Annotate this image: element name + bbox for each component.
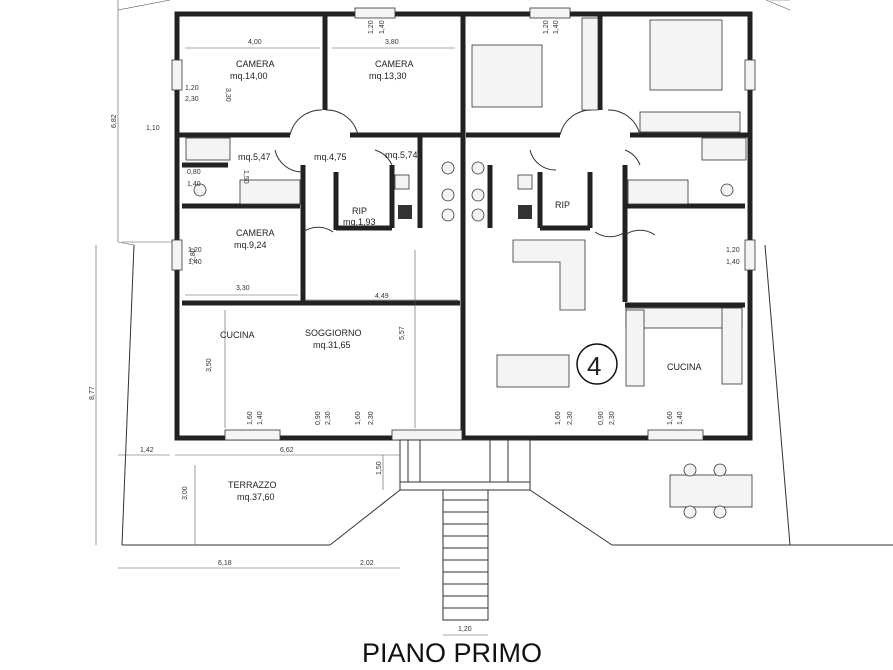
dim-090a: 0,90 [315,411,322,425]
dimension-lines [118,47,488,636]
dim-230r1: 2,30 [567,411,574,425]
stairs [399,439,531,621]
room-labels: CAMERA mq.14,00 CAMERA mq.13,30 mq.5,47 … [220,59,702,502]
dim-682: 6,82 [111,114,118,128]
sink-1 [185,137,231,161]
dim-877: 8,77 [89,386,96,400]
unit-number: 4 [587,351,601,381]
sink-2 [701,137,747,161]
dim-557: 5,57 [399,326,406,340]
dim-140r: 1,40 [726,259,740,266]
dim-140-top1: 1,40 [379,20,386,34]
dim-230c: 2,30 [368,411,375,425]
label-terrazzo-name: TERRAZZO [228,480,277,490]
plan-title: PIANO PRIMO [362,638,542,668]
building-walls [174,11,753,441]
dim-080: 0,80 [187,169,201,176]
label-rip1-name: RIP [352,206,367,216]
label-cucina2-name: CUCINA [667,362,702,372]
dim-140a: 1,40 [187,181,201,188]
label-camera3-area: mq.9,24 [234,240,267,250]
dim-160r2: 1,60 [667,411,674,425]
label-disimpegno-area: mq.4,75 [314,152,347,162]
dim-110: 1,10 [146,125,160,132]
label-camera1-name: CAMERA [236,59,275,69]
dim-150v: 1,50 [242,170,249,184]
dim-449: 4,49 [375,293,389,300]
wardrobe-right2 [639,111,741,133]
label-camera1-area: mq.14,00 [230,71,268,81]
furniture [185,17,753,519]
dim-120-top1: 1,20 [368,20,375,34]
dim-230b: 2,30 [325,411,332,425]
dim-230a: 2,30 [185,96,199,103]
dim-330: 3,30 [236,285,250,292]
dim-120b: 1,20 [188,247,202,254]
kitchen-island-right [625,309,645,387]
label-rip2-name: RIP [555,200,570,210]
bathtub-right [627,179,689,205]
dining-table [496,354,570,388]
dim-400: 4,00 [248,39,262,46]
wardrobe-right [581,17,599,111]
sofa [512,239,586,311]
dim-120-top2: 1,20 [543,20,550,34]
label-soggiorno-area: mq.31,65 [313,340,351,350]
bed-right [649,19,723,91]
bathtub-left [239,179,301,205]
label-terrazzo-area: mq.37,60 [237,492,275,502]
unit-number-marker: 4 [576,343,618,385]
windows [171,7,756,441]
label-camera3-name: CAMERA [236,228,275,238]
label-camera2-area: mq.13,30 [369,71,407,81]
label-rip1-area: mq.1,93 [343,217,376,227]
dim-120c: 1,20 [458,626,472,633]
dim-330v: 3,30 [224,88,231,102]
dim-202: 2,02 [360,560,374,567]
dim-142: 1,42 [140,447,154,454]
site-lines [95,0,893,546]
label-soggiorno-name: SOGGIORNO [305,328,362,338]
dim-618: 6,18 [218,560,232,567]
label-cucina1-name: CUCINA [220,330,255,340]
toilet-1 [193,183,207,197]
label-bagno1-area: mq.5,47 [238,152,271,162]
dim-140r2: 1,40 [677,411,684,425]
dim-350: 3,50 [206,358,213,372]
dim-160r1: 1,60 [555,411,562,425]
dim-380: 3,80 [385,39,399,46]
dim-662: 6,62 [280,447,294,454]
bed-left [471,44,543,108]
dimension-labels: 4,00 3,80 3,30 1,20 2,30 6,82 1,10 0,80 … [89,20,740,633]
label-bagno2-area: mq.5,74 [385,150,418,160]
dim-160b: 1,60 [355,411,362,425]
label-camera2-name: CAMERA [375,59,414,69]
dim-140-top2: 1,40 [553,20,560,34]
dim-140b: 1,40 [188,259,202,266]
dim-280: 2,80 [190,248,197,262]
dim-160a: 1,60 [247,411,254,425]
dim-140c: 1,40 [257,411,264,425]
dim-090r: 0,90 [598,411,605,425]
dim-120r: 1,20 [726,247,740,254]
dim-150b: 1,50 [376,461,383,475]
dim-120a: 1,20 [185,85,199,92]
patio-table [669,474,753,508]
dim-300: 3,00 [182,486,189,500]
toilet-2 [720,183,734,197]
kitchen-counter-right2 [721,307,743,385]
dim-230r2: 2,30 [609,411,616,425]
